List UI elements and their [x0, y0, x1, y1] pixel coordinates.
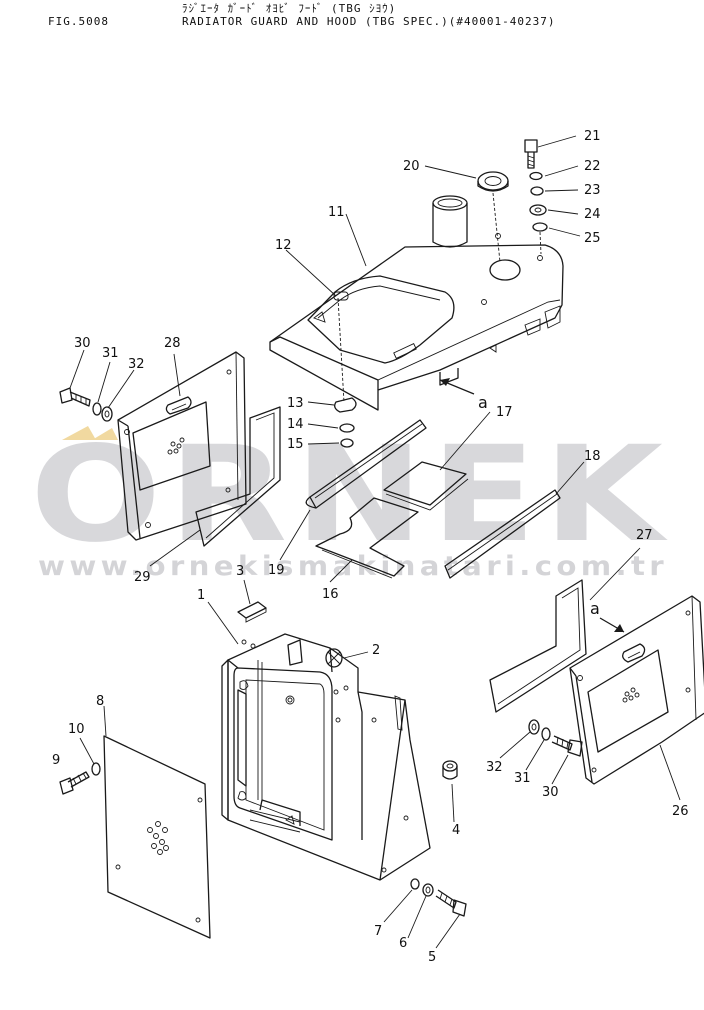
bolt-stack-30-32-left	[59, 387, 113, 422]
callout-24: 24	[584, 207, 601, 222]
seal-part-19	[305, 419, 427, 509]
radiator-guard-frame-1	[221, 633, 431, 881]
callout-6: 6	[399, 936, 407, 951]
bolt-stack-30-32-right	[528, 719, 583, 757]
callout-3: 3	[236, 564, 244, 579]
callout-28: 28	[164, 336, 181, 351]
callout-21: 21	[584, 129, 601, 144]
view-label-a-right: a	[590, 599, 600, 618]
callout-26: 26	[672, 804, 689, 819]
callout-19: 19	[268, 563, 285, 578]
rubber-plate-29	[195, 406, 281, 547]
callout-16: 16	[322, 587, 339, 602]
bolt-stack-9-10	[59, 762, 101, 795]
callout-4: 4	[452, 823, 460, 838]
watermark-url: www.ornekismakinatari.com.tr	[38, 551, 668, 582]
callout-7: 7	[374, 924, 382, 939]
callout-14: 14	[287, 417, 304, 432]
rubber-plate-27	[489, 579, 587, 713]
spacer-part-4	[442, 760, 458, 780]
callout-32-right: 32	[486, 760, 503, 775]
callout-30-right: 30	[542, 785, 559, 800]
figure-code: FIG.5008	[48, 15, 109, 28]
callout-15: 15	[287, 437, 304, 452]
callout-2: 2	[372, 643, 380, 658]
view-arrow-a-top	[439, 378, 475, 395]
watermark-accent	[62, 426, 96, 440]
under-cover-16	[315, 497, 419, 579]
watermark: ORNEK www.ornekismakinatari.com.tr	[30, 418, 670, 582]
callout-29: 29	[134, 570, 151, 585]
pad-part-17	[383, 461, 469, 511]
figure-title-japanese: ﾗｼﾞｴｰﾀ ｶﾞｰﾄﾞ ｵﾖﾋﾞ ﾌｰﾄﾞ (TBG ｼﾖｳ)	[182, 2, 397, 15]
bolt-stack-21-25	[477, 139, 548, 263]
left-side-cover-28	[117, 351, 247, 541]
grommet-part-2	[325, 648, 343, 668]
front-plate-8	[103, 735, 211, 939]
callout-27: 27	[636, 528, 653, 543]
watermark-brand: ORNEK	[30, 418, 670, 572]
view-arrow-a-right	[599, 617, 625, 633]
callout-32-left: 32	[128, 357, 145, 372]
callout-5: 5	[428, 950, 436, 965]
callout-17: 17	[496, 405, 513, 420]
callout-25: 25	[584, 231, 601, 246]
callout-22: 22	[584, 159, 601, 174]
clip-part-3	[237, 601, 267, 623]
callout-8: 8	[96, 694, 104, 709]
callout-1: 1	[197, 588, 205, 603]
callout-30-left: 30	[74, 336, 91, 351]
callout-31-left: 31	[102, 346, 119, 361]
callout-13: 13	[287, 396, 304, 411]
callout-23: 23	[584, 183, 601, 198]
callout-numbers: 21 22 23 24 25 20 11 12 13 14 15 17 18 1…	[52, 129, 689, 965]
callout-20: 20	[403, 159, 420, 174]
bracket-parts-13-15	[334, 297, 357, 448]
view-label-a-top: a	[478, 393, 488, 412]
watermark-accent	[92, 428, 118, 440]
callout-12: 12	[275, 238, 292, 253]
callout-11: 11	[328, 205, 345, 220]
callout-18: 18	[584, 449, 601, 464]
callout-10: 10	[68, 722, 85, 737]
hood-part-11	[269, 195, 564, 411]
right-side-cover-26	[569, 595, 704, 785]
callout-9: 9	[52, 753, 60, 768]
seal-part-18	[444, 489, 561, 579]
leader-lines	[69, 135, 681, 949]
callout-31-right: 31	[514, 771, 531, 786]
figure-title-english: RADIATOR GUARD AND HOOD (TBG SPEC.)(#400…	[182, 15, 556, 28]
bolt-stack-5-7	[410, 878, 467, 917]
